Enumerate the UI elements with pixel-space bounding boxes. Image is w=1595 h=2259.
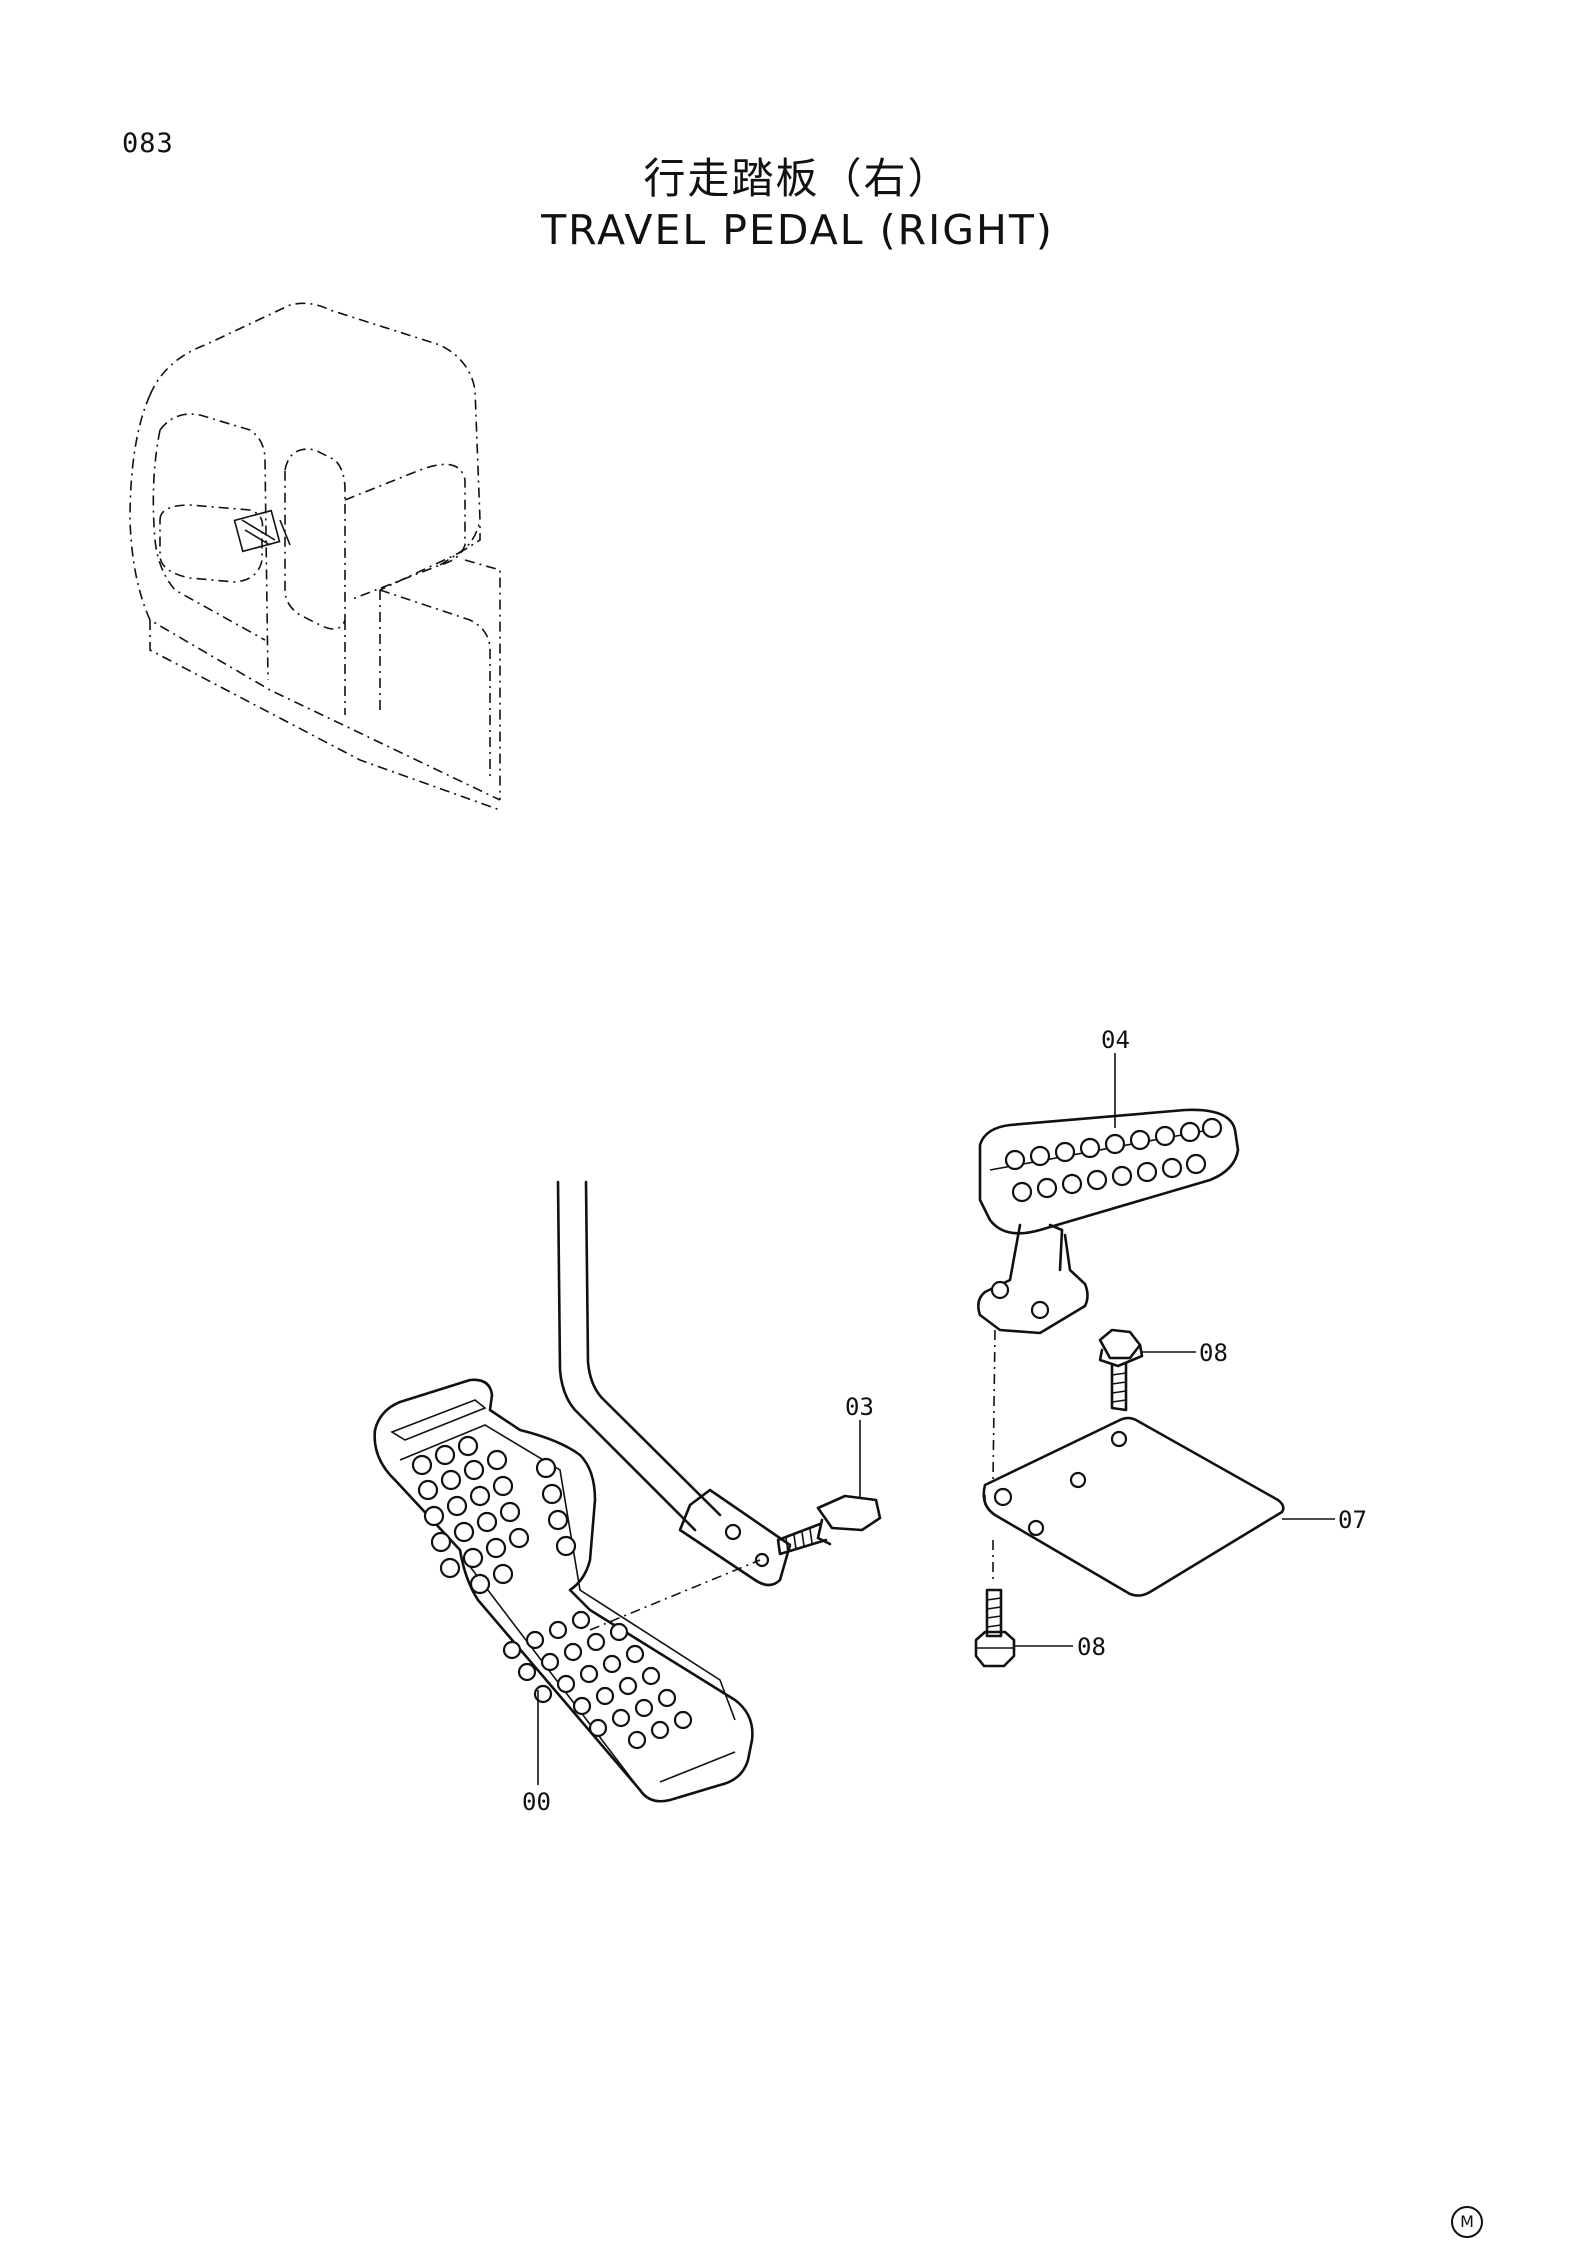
plate-07 — [982, 1416, 1335, 1597]
callout-08-upper: 08 — [1199, 1339, 1228, 1367]
page-title-jp: 行走踏板（右） — [643, 154, 952, 203]
pedal-04-holes — [1004, 1117, 1223, 1203]
trademark-mark: M — [1451, 2206, 1483, 2238]
cab-overview-illustration — [129, 302, 501, 811]
assembly-line-00-03 — [589, 1559, 761, 1631]
pedal-location-marker — [233, 509, 291, 553]
pedal-04 — [977, 1053, 1240, 1335]
callout-07: 07 — [1338, 1506, 1367, 1534]
callout-08-lower: 08 — [1077, 1633, 1106, 1661]
bolt-03 — [776, 1420, 882, 1556]
pedal-base-00 — [373, 1378, 754, 1803]
assembly-line-04-07 — [992, 1329, 996, 1481]
callout-04: 04 — [1101, 1026, 1130, 1054]
page-number: 083 — [122, 128, 174, 159]
callout-03: 03 — [845, 1393, 874, 1421]
bolt-08-upper — [1098, 1328, 1196, 1412]
callout-00: 00 — [522, 1788, 551, 1816]
pedal-base-holes — [411, 1435, 693, 1750]
pedal-lever-rod — [556, 1180, 792, 1587]
page-title-en: TRAVEL PEDAL (RIGHT) — [541, 206, 1054, 254]
bolt-08-lower — [974, 1588, 1073, 1668]
